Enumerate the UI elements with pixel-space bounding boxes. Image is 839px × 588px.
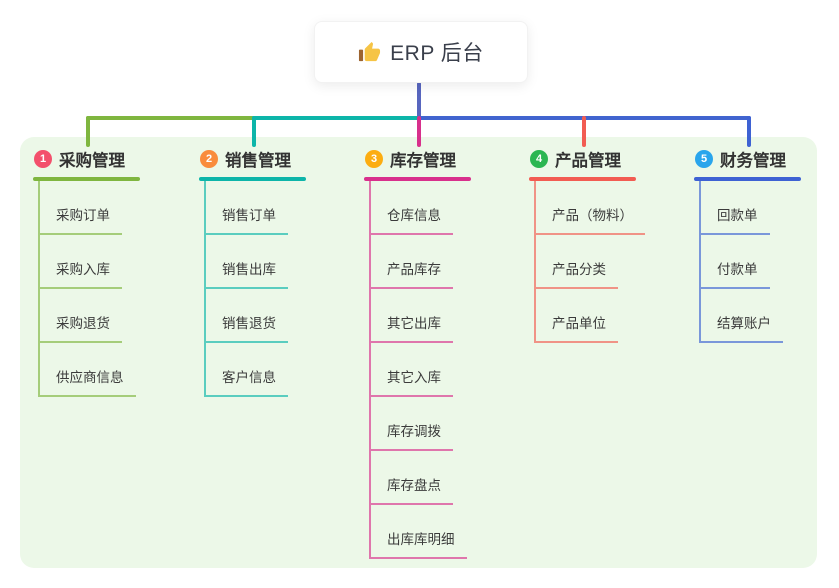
branch-number-badge: 5 (695, 150, 713, 168)
child-node-label: 销售出库 (206, 258, 288, 289)
child-node-label: 采购入库 (40, 258, 122, 289)
child-node-label: 产品库存 (371, 258, 453, 289)
child-node-label: 销售退货 (206, 312, 288, 343)
branch-underline (694, 177, 801, 181)
child-node[interactable]: 采购订单 (40, 181, 136, 235)
branch-node[interactable]: 1 采购管理 (34, 147, 125, 171)
child-node-label: 结算账户 (701, 312, 783, 343)
child-node[interactable]: 其它出库 (371, 289, 467, 343)
child-node[interactable]: 产品（物料） (536, 181, 645, 235)
child-node[interactable]: 结算账户 (701, 289, 783, 343)
child-node[interactable]: 出库库明细 (371, 505, 467, 559)
child-node[interactable]: 仓库信息 (371, 181, 467, 235)
child-node-label: 销售订单 (206, 204, 288, 235)
branch-number-badge: 1 (34, 150, 52, 168)
child-node-label: 采购订单 (40, 204, 122, 235)
child-node[interactable]: 其它入库 (371, 343, 467, 397)
child-node[interactable]: 客户信息 (206, 343, 288, 397)
branch-underline (529, 177, 636, 181)
branch-number-badge: 4 (530, 150, 548, 168)
child-node[interactable]: 销售出库 (206, 235, 288, 289)
branch-number-badge: 2 (200, 150, 218, 168)
branch-node[interactable]: 2 销售管理 (200, 147, 291, 171)
child-node-label: 其它出库 (371, 312, 453, 343)
branch-underline (33, 177, 140, 181)
child-node-label: 其它入库 (371, 366, 453, 397)
thumbs-up-icon (359, 41, 381, 61)
branch-children-group: 销售订单销售出库销售退货客户信息 (204, 181, 288, 397)
branch-label: 库存管理 (390, 152, 456, 170)
child-node[interactable]: 产品库存 (371, 235, 467, 289)
child-node[interactable]: 供应商信息 (40, 343, 136, 397)
branch-label: 销售管理 (225, 152, 291, 170)
branch-label: 采购管理 (59, 152, 125, 170)
child-node-label: 库存盘点 (371, 474, 453, 505)
branch-label: 财务管理 (720, 152, 786, 170)
child-node[interactable]: 采购入库 (40, 235, 136, 289)
root-label: ERP 后台 (390, 42, 484, 65)
branch-drop-line (582, 116, 586, 147)
child-node-label: 产品分类 (536, 258, 618, 289)
child-node-label: 库存调拨 (371, 420, 453, 451)
branch-children-group: 产品（物料） 产品分类产品单位 (534, 181, 645, 343)
child-node-label: 回款单 (701, 204, 770, 235)
branch-children-group: 回款单付款单结算账户 (699, 181, 783, 343)
bus-segment-mid (252, 116, 421, 120)
branches-panel (20, 137, 817, 568)
child-node[interactable]: 库存调拨 (371, 397, 467, 451)
branch-drop-line (252, 116, 256, 147)
branch-children-group: 采购订单采购入库采购退货供应商信息 (38, 181, 136, 397)
branch-underline (364, 177, 471, 181)
branch-node[interactable]: 4 产品管理 (530, 147, 621, 171)
branch-drop-line (86, 116, 90, 147)
branch-underline (199, 177, 306, 181)
child-node-label: 客户信息 (206, 366, 288, 397)
child-node[interactable]: 产品单位 (536, 289, 645, 343)
child-node-label: 产品单位 (536, 312, 618, 343)
child-node[interactable]: 销售退货 (206, 289, 288, 343)
child-node-label: 出库库明细 (371, 528, 467, 559)
child-node-label: 产品（物料） (536, 204, 645, 235)
branch-node[interactable]: 5 财务管理 (695, 147, 786, 171)
branch-label: 产品管理 (555, 152, 621, 170)
child-node-label: 仓库信息 (371, 204, 453, 235)
bus-segment-left (86, 116, 256, 120)
branch-node[interactable]: 3 库存管理 (365, 147, 456, 171)
child-node[interactable]: 产品分类 (536, 235, 645, 289)
child-node-label: 付款单 (701, 258, 770, 289)
child-node[interactable]: 付款单 (701, 235, 783, 289)
root-node[interactable]: ERP 后台 (314, 21, 528, 83)
branch-drop-line (747, 116, 751, 147)
child-node-label: 采购退货 (40, 312, 122, 343)
child-node[interactable]: 销售订单 (206, 181, 288, 235)
child-node-label: 供应商信息 (40, 366, 136, 397)
child-node[interactable]: 采购退货 (40, 289, 136, 343)
branch-number-badge: 3 (365, 150, 383, 168)
root-stem-line (417, 82, 421, 120)
child-node[interactable]: 回款单 (701, 181, 783, 235)
child-node[interactable]: 库存盘点 (371, 451, 467, 505)
branch-drop-line (417, 116, 421, 147)
branch-children-group: 仓库信息产品库存其它出库其它入库库存调拨库存盘点出库库明细 (369, 181, 467, 559)
